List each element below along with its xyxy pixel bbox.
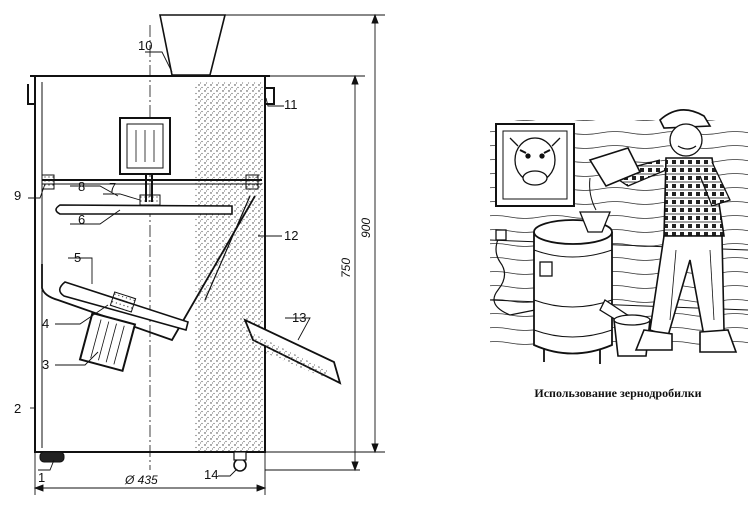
part-label: 4	[42, 316, 49, 331]
outlet-pipe	[243, 318, 342, 385]
part-label: 9	[14, 188, 21, 203]
dimension-total-height: 900	[359, 218, 373, 238]
part-label: 1	[38, 470, 45, 485]
part-label: 7	[109, 180, 116, 195]
grinder-barrel	[533, 211, 651, 364]
chute	[41, 195, 256, 342]
dimension-lines	[33, 13, 385, 495]
body-shading	[195, 82, 265, 452]
leader-lines	[28, 51, 311, 477]
dimension-diameter: Ø 435	[124, 473, 158, 487]
part-labels: 1 2 3 4 5 6 7 8 9 10 11 12 13 14	[14, 38, 306, 485]
part-label: 10	[138, 38, 152, 53]
part-label: 2	[14, 401, 21, 416]
dimension-body-height: 750	[339, 258, 353, 278]
part-label: 12	[284, 228, 298, 243]
part-label: 6	[78, 212, 85, 227]
grinder-cross-section	[27, 14, 342, 472]
cow-picture	[495, 123, 575, 207]
usage-illustration	[489, 109, 749, 364]
right-latch	[266, 87, 275, 105]
hopper	[159, 14, 227, 76]
part-label: 5	[74, 250, 81, 265]
illustration-caption: Использование зернодробилки	[534, 386, 702, 400]
part-label: 14	[204, 467, 218, 482]
part-label: 8	[78, 179, 85, 194]
upper-sieve	[55, 204, 233, 215]
power-cord	[493, 234, 536, 316]
part-label: 11	[284, 97, 298, 112]
left-foot	[39, 451, 65, 463]
part-label: 3	[42, 357, 49, 372]
wheel	[233, 458, 247, 472]
farmer-figure	[588, 109, 738, 353]
part-label: 13	[292, 310, 306, 325]
left-latch	[27, 84, 36, 105]
